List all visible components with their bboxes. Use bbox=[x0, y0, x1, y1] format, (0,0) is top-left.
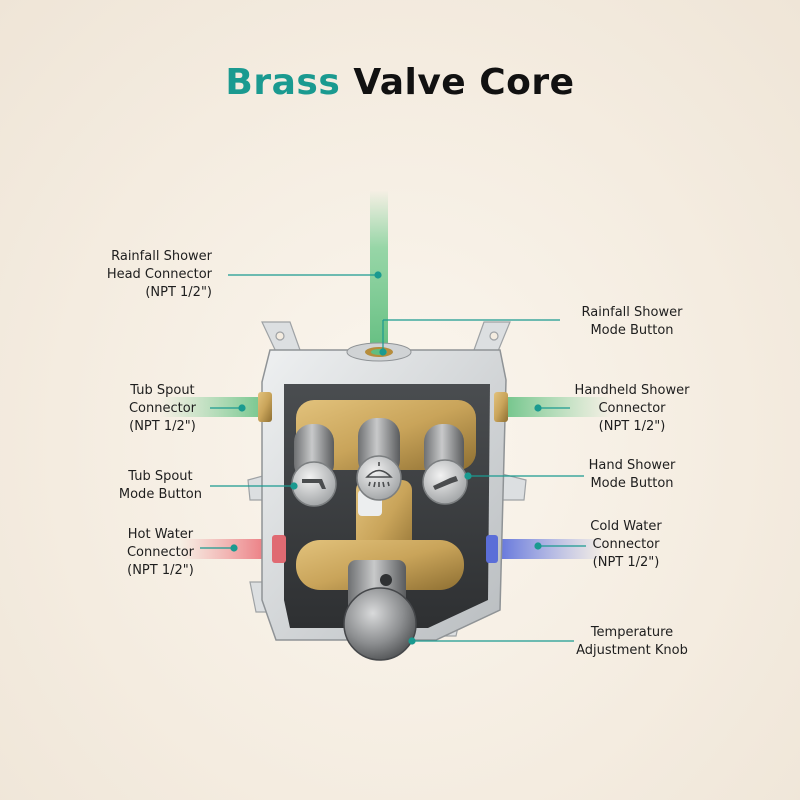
tub-spout-icon bbox=[302, 479, 326, 489]
rainfall-mode-button[interactable] bbox=[356, 418, 402, 501]
title-rest: Valve Core bbox=[353, 62, 575, 103]
cold-water-pipe bbox=[494, 539, 606, 559]
temperature-adjustment-knob[interactable] bbox=[343, 560, 417, 661]
label-rainfall-button: Rainfall Shower Mode Button bbox=[581, 305, 683, 338]
label-rainfall-connector: Rainfall Shower Head Connector (NPT 1/2"… bbox=[106, 249, 212, 300]
label-handheld-connector: Handheld Shower Connector (NPT 1/2") bbox=[574, 383, 690, 434]
label-temp-knob: Temperature Adjustment Knob bbox=[576, 625, 688, 658]
label-hand-button: Hand Shower Mode Button bbox=[588, 458, 676, 491]
hand-shower-mode-button[interactable] bbox=[422, 424, 468, 505]
hand-shower-icon bbox=[433, 476, 458, 490]
title-accent: Brass bbox=[225, 62, 341, 103]
label-hot-connector: Hot Water Connector (NPT 1/2") bbox=[126, 527, 194, 578]
page-title: Brass Valve Core bbox=[0, 62, 800, 103]
leader-lines bbox=[200, 271, 586, 645]
hot-water-pipe bbox=[180, 539, 280, 559]
label-cold-connector: Cold Water Connector (NPT 1/2") bbox=[590, 519, 662, 570]
shower-head-icon bbox=[365, 462, 393, 488]
tub-spout-mode-button[interactable] bbox=[291, 424, 337, 507]
handheld-pipe bbox=[500, 397, 612, 417]
label-tub-connector: Tub Spout Connector (NPT 1/2") bbox=[128, 383, 196, 434]
tub-spout-pipe bbox=[160, 397, 270, 417]
label-tub-button: Tub Spout Mode Button bbox=[118, 469, 202, 502]
